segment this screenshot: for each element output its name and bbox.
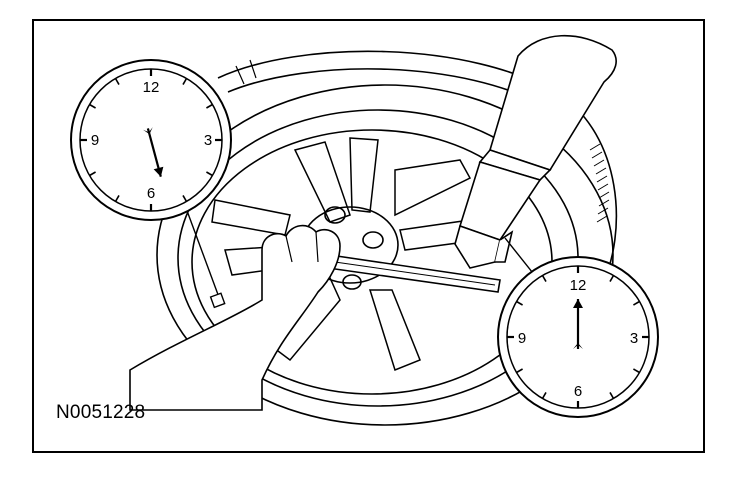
tire-tread (589, 143, 610, 223)
gauge-left-label-6: 6 (147, 185, 155, 202)
gauge-right-label-6: 6 (574, 383, 582, 400)
gauge-tick (609, 392, 615, 399)
gauge-right: 12 3 6 9 (497, 237, 659, 418)
diagram-border (32, 19, 705, 453)
gauge-tick (114, 195, 120, 202)
gauge-tick (182, 78, 188, 85)
gauge-tick (114, 78, 120, 85)
gauge-right-hand (573, 299, 583, 349)
gauge-left-label-12: 12 (143, 79, 160, 96)
gauge-hand-tail (573, 343, 583, 349)
gauge-left-label-3: 3 (204, 132, 212, 149)
gauge-tick (206, 171, 213, 177)
gauge-right-label-9: 9 (518, 330, 526, 347)
torque-wrench (454, 34, 617, 269)
gauge-tick (633, 368, 640, 374)
gauge-hand-tail (143, 127, 153, 135)
gauge-tick (541, 392, 547, 399)
gauge-hand-arrowhead (153, 166, 164, 177)
gauge-hand-arrowhead (573, 299, 583, 308)
gauge-right-ticks (507, 266, 649, 408)
gauge-right-label-12: 12 (570, 277, 587, 294)
gauge-left-ticks (80, 69, 222, 211)
gauge-tick (609, 275, 615, 282)
gauge-tick (89, 171, 96, 177)
gauge-tick (206, 103, 213, 109)
tire-sidewall (156, 84, 614, 426)
gauge-tick (516, 300, 523, 306)
hand-illustration (129, 224, 341, 411)
gauge-left-hand (143, 127, 164, 177)
gauge-tick (633, 300, 640, 306)
gauge-left-label-9: 9 (91, 132, 99, 149)
gauge-left-pointer-marker (209, 292, 226, 309)
gauge-tick (182, 195, 188, 202)
figure-code-label: N0051228 (56, 402, 146, 423)
gauge-tick (89, 103, 96, 109)
gauge-left: 12 3 6 9 (70, 59, 232, 309)
gauge-tick (541, 275, 547, 282)
gauge-left-leader (185, 207, 221, 301)
gauge-right-label-3: 3 (630, 330, 638, 347)
gauge-tick (516, 368, 523, 374)
